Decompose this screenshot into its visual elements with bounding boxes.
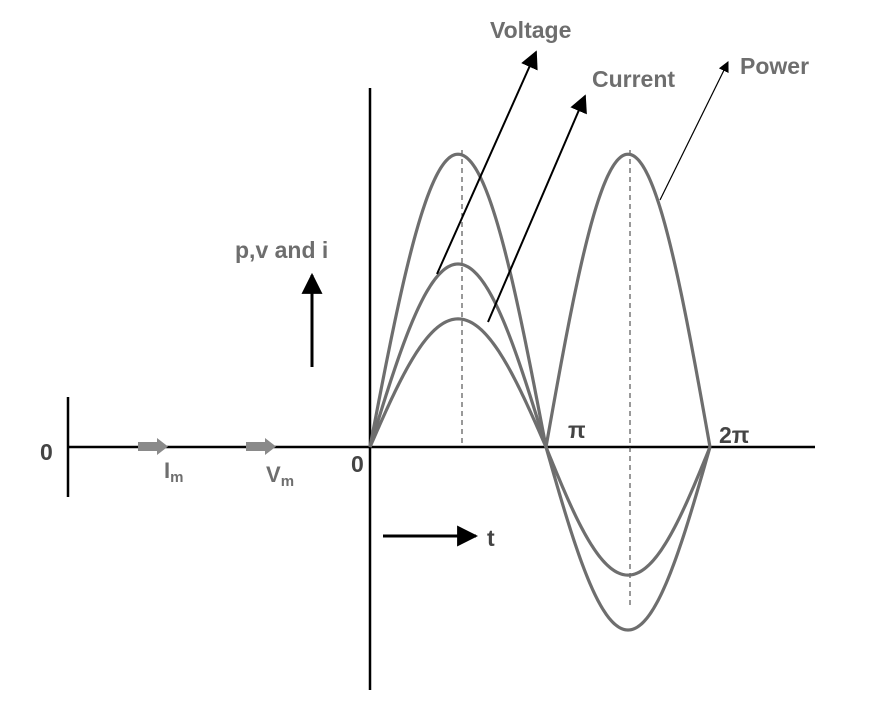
power-curve — [368, 152, 712, 448]
origin-label: 0 — [351, 451, 364, 477]
power-label: Power — [740, 53, 809, 79]
vm-label-letter: V — [266, 462, 281, 487]
vm-label-subscript: m — [281, 473, 294, 490]
t-label: t — [487, 525, 495, 551]
two-pi-tick-label: 2π — [719, 422, 749, 448]
waveform-curves — [368, 152, 712, 632]
power-leader-line — [659, 61, 729, 201]
im-label: Im — [164, 458, 183, 486]
pi-tick-label: π — [568, 417, 586, 443]
im-phasor-arrow — [138, 438, 168, 455]
current-label: Current — [592, 66, 675, 92]
left-zero-label: 0 — [40, 439, 53, 465]
im-label-letter: I — [164, 458, 170, 483]
voltage-leader-line — [436, 50, 538, 275]
vm-label: Vm — [266, 462, 294, 490]
y-axis-label: p,v and i — [235, 237, 328, 263]
voltage-label: Voltage — [490, 17, 571, 43]
im-label-subscript: m — [170, 469, 183, 486]
current-leader-line — [487, 94, 587, 323]
vm-phasor-arrow — [246, 438, 276, 455]
